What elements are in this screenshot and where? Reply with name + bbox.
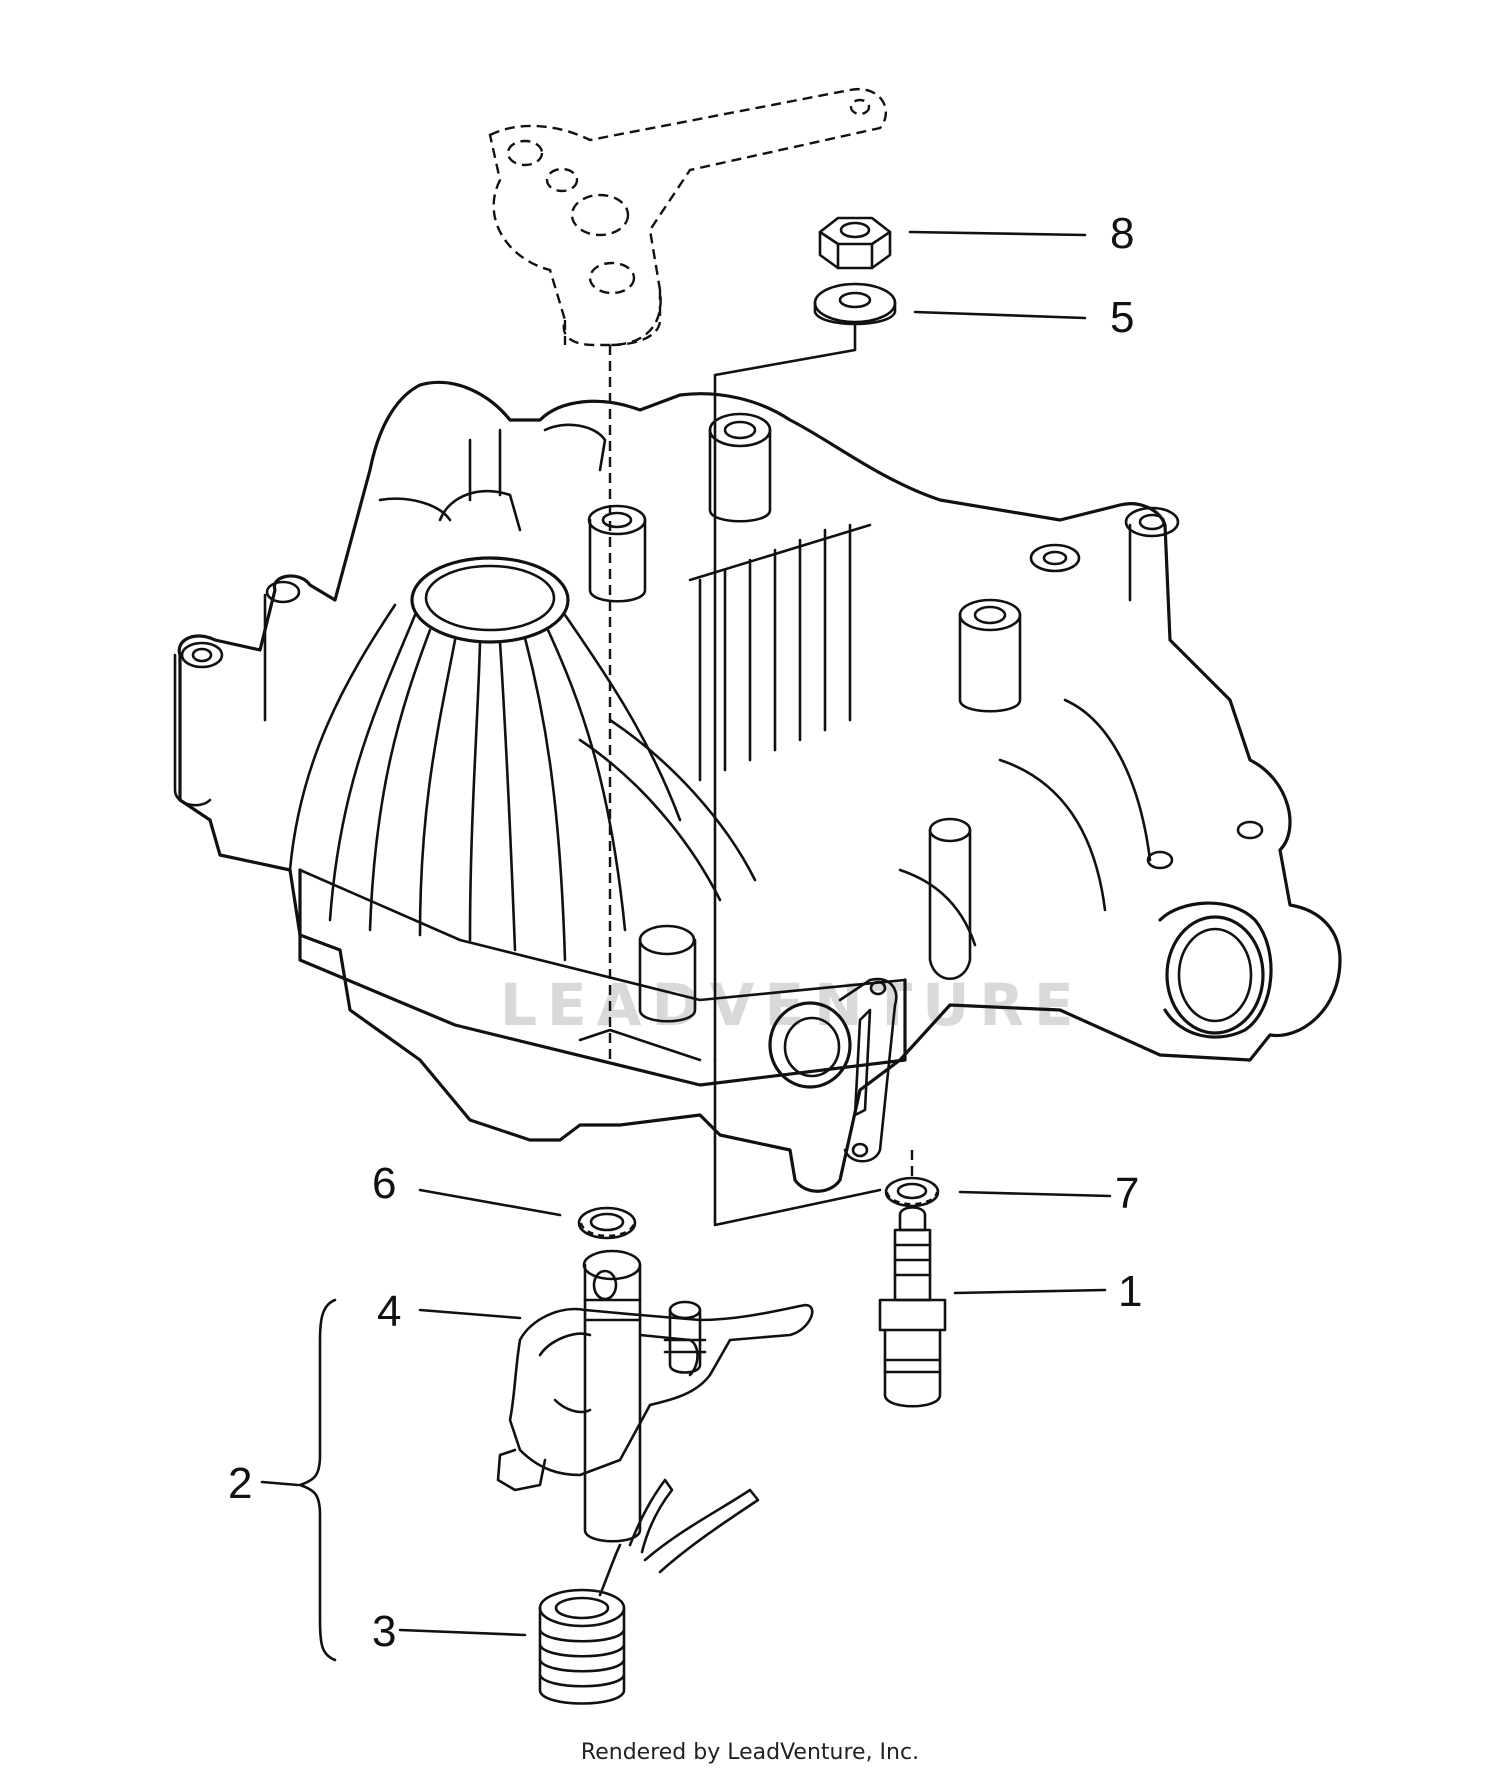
- torsion-spring-part: [538, 1543, 626, 1705]
- control-arm-part: [488, 87, 888, 1060]
- lock-washer-7-part: [884, 1176, 940, 1208]
- leader-line-7: [958, 1190, 1112, 1198]
- leader-line-1: [953, 1288, 1107, 1295]
- leader-line-2: [260, 1480, 300, 1487]
- bracket-group-2: [298, 1298, 337, 1662]
- leader-line-8: [908, 230, 1087, 237]
- callout-3: 3: [372, 1607, 397, 1656]
- callout-7: 7: [1115, 1169, 1140, 1218]
- nut-part: [818, 216, 892, 270]
- stud-shaft-part: [878, 1206, 947, 1408]
- callout-1: 1: [1118, 1267, 1143, 1316]
- leader-line-5: [913, 310, 1087, 320]
- leader-line-3: [398, 1628, 527, 1637]
- axis-line-5: [713, 323, 857, 1062]
- leader-line-6: [418, 1188, 562, 1217]
- leader-line-4: [418, 1308, 522, 1320]
- shift-fork-assembly-part: [496, 1249, 814, 1574]
- axis-line-1: [713, 1058, 882, 1227]
- render-credit: Rendered by LeadVenture, Inc.: [580, 1740, 920, 1765]
- lock-washer-6-part: [577, 1206, 637, 1240]
- callout-6: 6: [372, 1159, 397, 1208]
- callout-8: 8: [1110, 209, 1135, 258]
- callout-5: 5: [1110, 293, 1135, 342]
- washer-part: [813, 282, 897, 326]
- callout-2: 2: [228, 1459, 253, 1508]
- callout-4: 4: [377, 1287, 402, 1336]
- transaxle-housing-part: [173, 380, 1342, 1193]
